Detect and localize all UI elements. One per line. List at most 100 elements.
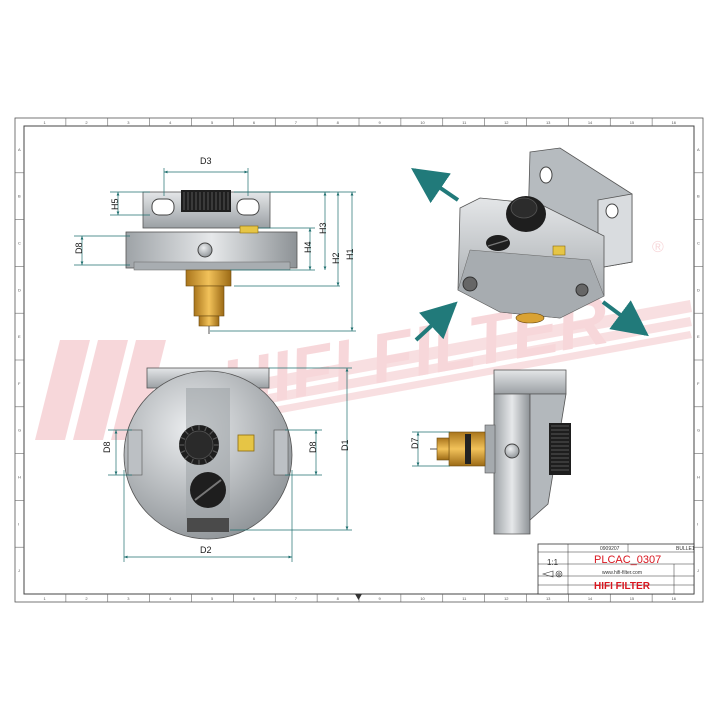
frame-column-label: 6 — [253, 120, 256, 125]
dim-label-h1: H1 — [345, 248, 355, 260]
knob-rib — [204, 426, 208, 432]
frame-row-label: E — [18, 334, 21, 339]
iso-port-right — [575, 283, 589, 297]
knob-rib — [212, 450, 218, 454]
iso-port-left — [462, 276, 478, 292]
title-block-code: 0909207 — [600, 546, 620, 552]
title-block-format: BULLE1 — [676, 546, 695, 552]
knob-rib — [209, 455, 214, 460]
knob-rib — [180, 436, 186, 440]
frame-column-label: 7 — [295, 596, 298, 601]
frame-column-label: 12 — [504, 596, 509, 601]
frame-column-label: 7 — [295, 120, 298, 125]
frame-row-label: H — [18, 475, 21, 480]
frame-row-label: B — [697, 194, 700, 199]
knob-rib — [204, 458, 208, 464]
brand-name: HIFI FILTER — [594, 581, 651, 592]
frame-row-label: A — [697, 147, 700, 152]
side-port-icon — [504, 443, 520, 459]
frame-row-label: C — [18, 241, 21, 246]
frame-column-label: 15 — [630, 596, 635, 601]
frame-row-label: C — [697, 241, 700, 246]
frame-row-label: F — [697, 381, 700, 386]
frame-column-label: 9 — [378, 120, 381, 125]
knob-rib — [212, 436, 218, 440]
frame-column-label: 1 — [43, 596, 46, 601]
knob-rib — [180, 450, 186, 454]
port-icon — [197, 242, 213, 258]
frame-column-label: 13 — [546, 120, 551, 125]
mounting-slot-right — [236, 198, 260, 216]
side-knob-icon — [549, 423, 571, 475]
side-elevation-view — [125, 190, 298, 334]
frame-column-label: 11 — [462, 596, 467, 601]
right-side-view — [430, 369, 571, 535]
frame-column-label: 1 — [43, 120, 46, 125]
frame-row-label: F — [18, 381, 21, 386]
dim-label-d3: D3 — [200, 156, 212, 166]
frame-column-label: 5 — [211, 596, 214, 601]
frame-column-label: 3 — [127, 120, 130, 125]
iso-plug-icon — [552, 245, 566, 256]
frame-row-label: A — [18, 147, 21, 152]
frame-column-label: 4 — [169, 596, 172, 601]
frame-row-label: G — [697, 428, 700, 433]
knob-rib — [190, 458, 194, 464]
frame-column-label: 2 — [85, 596, 88, 601]
frame-row-label: B — [18, 194, 21, 199]
frame-column-label: 5 — [211, 120, 214, 125]
frame-row-label: E — [697, 334, 700, 339]
frame-column-label: 2 — [85, 120, 88, 125]
front-plug-icon — [237, 434, 255, 452]
frame-column-label: 8 — [337, 120, 340, 125]
frame-row-label: G — [18, 428, 21, 433]
plug-icon — [239, 225, 259, 234]
frame-column-label: 6 — [253, 596, 256, 601]
mounting-slot-left — [151, 198, 175, 216]
bracket-hole-lower — [605, 203, 619, 219]
dim-label-h4: H4 — [303, 241, 313, 253]
frame-row-label: H — [697, 475, 700, 480]
knob-rib — [209, 430, 214, 435]
side-view-d7-dimension — [412, 431, 450, 467]
isometric-view — [457, 147, 633, 324]
frame-column-label: 14 — [588, 120, 593, 125]
frame-row-label: D — [697, 287, 700, 292]
knob-rib — [190, 426, 194, 432]
dim-label-d1: D1 — [340, 439, 350, 451]
dim-label-d2: D2 — [200, 545, 212, 555]
frame-row-label: I — [18, 521, 19, 526]
flow-arrow-outlet-lower — [601, 300, 649, 337]
frame-column-label: 15 — [630, 120, 635, 125]
dim-label-h5: H5 — [110, 198, 120, 210]
dim-label-d8-front-left: D8 — [102, 441, 112, 453]
frame-column-label: 12 — [504, 120, 509, 125]
front-view-dimensions — [108, 367, 352, 562]
dim-label-h2: H2 — [331, 252, 341, 264]
flow-arrow-outlet-upper — [411, 167, 460, 204]
side-view-dimensions — [74, 168, 356, 332]
dim-label-d7: D7 — [410, 437, 420, 449]
knob-rib — [184, 430, 189, 435]
part-number: PLCAC_0307 — [594, 554, 661, 566]
dim-label-d8-top: D8 — [74, 242, 84, 254]
frame-row-label: I — [697, 521, 698, 526]
frame-row-label: J — [18, 568, 20, 573]
frame-column-label: 10 — [420, 120, 425, 125]
projection-symbol-icon — [541, 570, 563, 578]
frame-column-label: 3 — [127, 596, 130, 601]
frame-column-label: 14 — [588, 596, 593, 601]
knob-icon — [181, 190, 231, 212]
website-url: www.hifi-filter.com — [602, 570, 642, 576]
flow-arrow-inlet — [414, 301, 458, 342]
bracket-hole-upper — [539, 166, 553, 184]
title-block: 0909207 BULLE1 PLCAC_0307 1:1 www.hifi-f… — [537, 543, 695, 595]
flow-arrows — [411, 167, 649, 342]
watermark-registered-mark: ® — [652, 239, 664, 256]
front-knob-icon — [179, 425, 219, 465]
frame-row-label: J — [697, 568, 699, 573]
frame-column-label: 8 — [337, 596, 340, 601]
frame-column-label: 13 — [546, 596, 551, 601]
frame-column-label: 16 — [672, 120, 677, 125]
frame-column-label: 10 — [420, 596, 425, 601]
